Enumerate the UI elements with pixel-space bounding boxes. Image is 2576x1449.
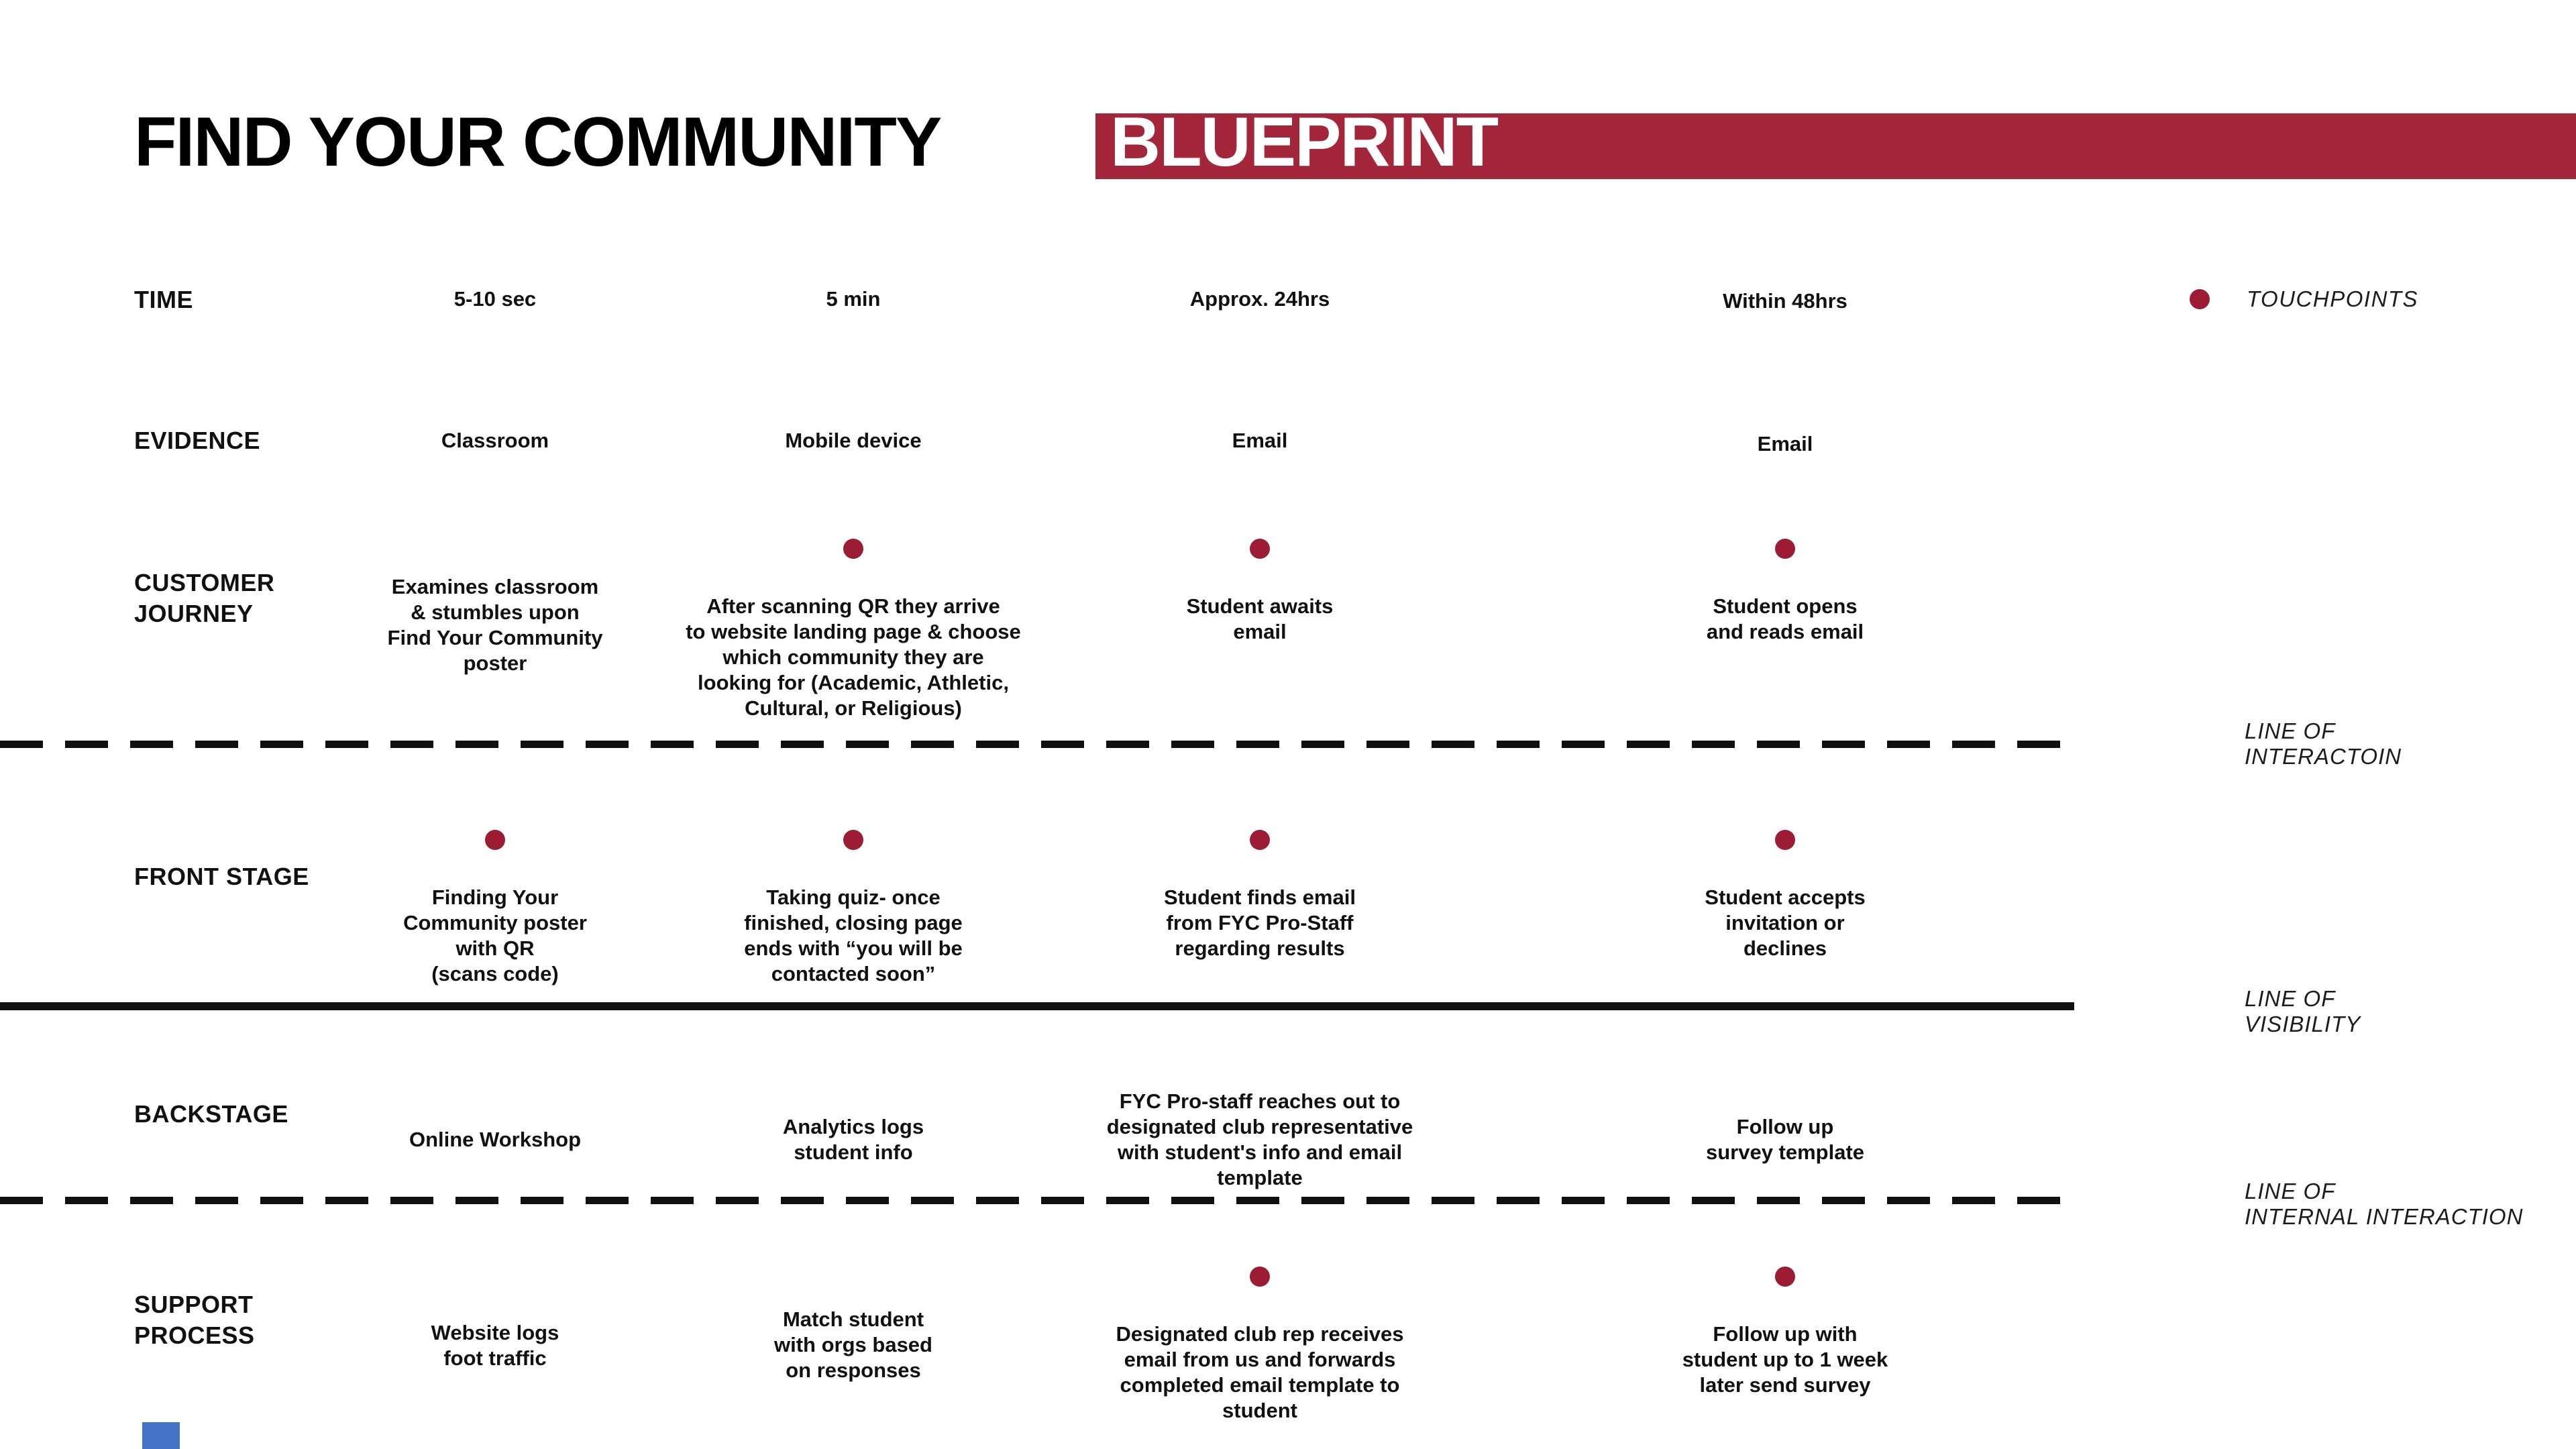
- evidence-cell-1: Classroom: [441, 429, 549, 452]
- touchpoint-dot: [1775, 830, 1795, 850]
- cell-text: Follow up survey template: [1705, 1115, 1865, 1164]
- line-of-interaction: [0, 741, 2074, 748]
- front-stage-cell-1: Finding Your Community poster with QR (s…: [374, 804, 616, 987]
- touchpoint-dot: [1775, 539, 1795, 559]
- touchpoint-dot: [1250, 1267, 1270, 1287]
- support-process-cell-2: Match student with orgs based on respons…: [652, 1281, 1055, 1383]
- line-of-visibility-label: LINE OF VISIBILITY: [2245, 986, 2361, 1036]
- line-of-interaction-label: LINE OF INTERACTOIN: [2245, 718, 2402, 769]
- time-cell-3: Approx. 24hrs: [1189, 287, 1330, 311]
- support-process-cell-1: Website logs foot traffic: [374, 1295, 616, 1371]
- time-cell-4: Within 48hrs: [1723, 289, 1847, 313]
- front-stage-cell-2: Taking quiz- once finished, closing page…: [652, 804, 1055, 987]
- cell-text: Match student with orgs based on respons…: [774, 1307, 932, 1382]
- cell-text: Analytics logs student info: [782, 1115, 924, 1164]
- touchpoint-dot: [1775, 1267, 1795, 1287]
- line-of-internal-interaction-label: LINE OF INTERNAL INTERACTION: [2245, 1179, 2524, 1229]
- evidence-cell-2: Mobile device: [785, 429, 922, 452]
- cell-text: Student accepts invitation or declines: [1705, 885, 1866, 960]
- cell-text: Website logs foot traffic: [431, 1321, 559, 1370]
- front-stage-cell-3: Student finds email from FYC Pro-Staff r…: [1072, 804, 1448, 961]
- cell-text: Student awaits email: [1186, 594, 1334, 643]
- row-label-evidence: EVIDENCE: [134, 427, 261, 454]
- cell-text: Follow up with student up to 1 week late…: [1682, 1322, 1888, 1397]
- cell-text: Online Workshop: [409, 1128, 582, 1151]
- page-title: FIND YOUR COMMUNITY: [134, 103, 942, 181]
- cell-text: Taking quiz- once finished, closing page…: [744, 885, 963, 985]
- customer-journey-cell-4: Student opens and reads email: [1644, 513, 1926, 645]
- customer-journey-cell-3: Student awaits email: [1072, 513, 1448, 645]
- line-of-visibility: [0, 1002, 2074, 1010]
- evidence-cell-4: Email: [1757, 432, 1813, 455]
- backstage-cell-4: Follow up survey template: [1644, 1089, 1926, 1165]
- touchpoint-dot: [843, 830, 863, 850]
- cell-text: FYC Pro-staff reaches out to designated …: [1106, 1089, 1413, 1189]
- touchpoint-dot: [1250, 539, 1270, 559]
- row-label-front-stage: FRONT STAGE: [134, 863, 309, 890]
- time-cell-2: 5 min: [826, 287, 881, 311]
- row-label-backstage: BACKSTAGE: [134, 1100, 288, 1128]
- touchpoint-dot: [1250, 830, 1270, 850]
- cell-text: Finding Your Community poster with QR (s…: [403, 885, 587, 985]
- cell-text: Examines classroom & stumbles upon Find …: [387, 575, 603, 675]
- row-label-time: TIME: [134, 286, 193, 313]
- cell-text: Designated club rep receives email from …: [1116, 1322, 1404, 1422]
- row-label-customer-journey: CUSTOMER JOURNEY: [134, 569, 275, 627]
- customer-journey-cell-2: After scanning QR they arrive to website…: [652, 513, 1055, 721]
- backstage-cell-3: FYC Pro-staff reaches out to designated …: [1072, 1063, 1448, 1191]
- touchpoint-dot: [485, 830, 505, 850]
- touchpoint-dot: [843, 539, 863, 559]
- touchpoint-legend-label: TOUCHPOINTS: [2247, 286, 2419, 311]
- blue-marker: [142, 1422, 180, 1449]
- backstage-cell-2: Analytics logs student info: [652, 1089, 1055, 1165]
- support-process-cell-3: Designated club rep receives email from …: [1072, 1241, 1448, 1424]
- backstage-cell-1: Online Workshop: [374, 1102, 616, 1152]
- cell-text: After scanning QR they arrive to website…: [686, 594, 1021, 720]
- title-highlight: BLUEPRINT: [1110, 103, 1499, 181]
- touchpoint-legend-dot: [2190, 289, 2210, 309]
- line-of-internal-interaction: [0, 1197, 2074, 1204]
- row-label-support-process: SUPPORT PROCESS: [134, 1291, 255, 1349]
- front-stage-cell-4: Student accepts invitation or declines: [1644, 804, 1926, 961]
- support-process-cell-4: Follow up with student up to 1 week late…: [1644, 1241, 1926, 1398]
- evidence-cell-3: Email: [1232, 429, 1288, 452]
- customer-journey-cell-1: Examines classroom & stumbles upon Find …: [374, 549, 616, 676]
- cell-text: Student opens and reads email: [1706, 594, 1864, 643]
- cell-text: Student finds email from FYC Pro-Staff r…: [1164, 885, 1356, 960]
- title-banner: BLUEPRINT: [1095, 105, 2576, 179]
- time-cell-1: 5-10 sec: [453, 287, 537, 311]
